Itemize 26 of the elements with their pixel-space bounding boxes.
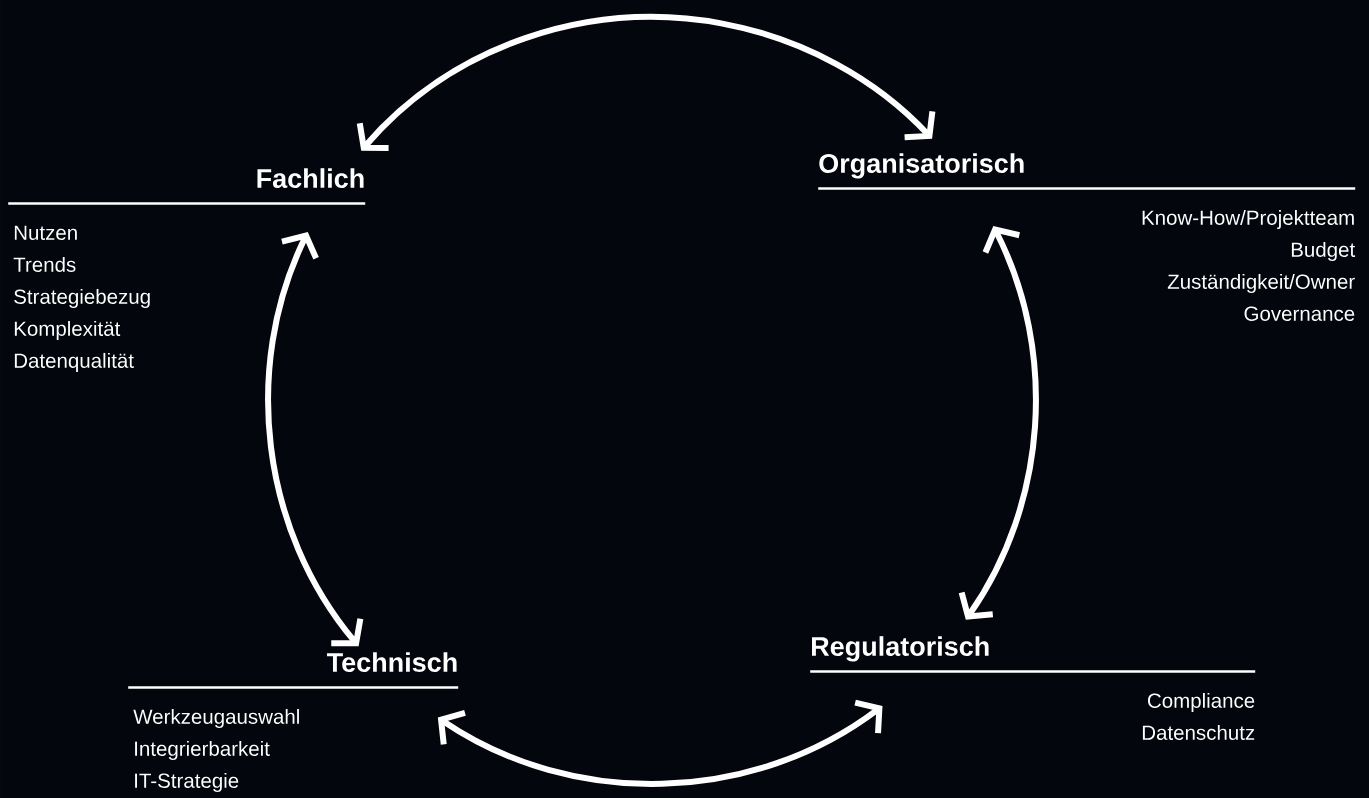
list-item: Budget [1291, 241, 1356, 261]
list-item: Nutzen [14, 225, 77, 240]
list-item: Integrierbarkeit [135, 740, 270, 760]
list-item: Zuständigkeit/Owner [1167, 273, 1355, 293]
list-item: Governance [1244, 306, 1355, 321]
list-item: Komplexität [14, 320, 121, 340]
heading: Fachlich [257, 168, 364, 188]
arrow [265, 232, 364, 647]
heading: Organisatorisch [819, 153, 1024, 179]
list-item: Know-How/Projektteam [1142, 209, 1354, 229]
arrow [356, 14, 936, 152]
heading: Regulatorisch [812, 636, 989, 662]
list-item: Strategiebezug [14, 288, 150, 308]
list-item: IT-Strategie [135, 772, 239, 792]
category-block [810, 636, 1256, 740]
category-block [8, 168, 366, 372]
list-item: Compliance [1148, 692, 1255, 712]
heading: Technisch [326, 652, 457, 672]
arrow [958, 226, 1039, 620]
list-item: Werkzeugauswahl [133, 708, 299, 728]
list-item: Trends [13, 256, 76, 272]
category-block [818, 153, 1356, 321]
list-item: Datenschutz [1142, 724, 1255, 740]
list-item: Datenqualität [14, 352, 134, 372]
arrow [437, 699, 883, 787]
category-block [128, 652, 459, 792]
